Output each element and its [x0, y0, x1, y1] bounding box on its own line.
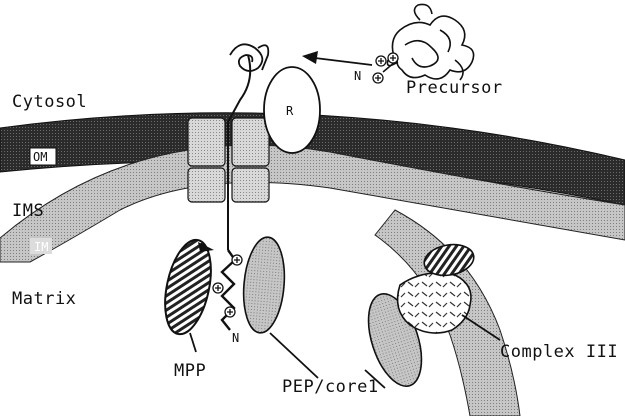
plus-circle-icon — [213, 283, 223, 293]
plus-circle-icon — [373, 73, 383, 83]
left-arrow-icon — [302, 51, 318, 64]
plus-circle-icon — [225, 307, 235, 317]
ims-label: IMS — [12, 201, 44, 221]
om-pore-right — [232, 118, 269, 166]
import-arrow-line — [315, 58, 372, 65]
mpp-tip — [198, 242, 214, 252]
mpp-subunit — [157, 236, 218, 339]
plus-circle-icon — [388, 53, 398, 63]
precursor-label: Precursor — [406, 78, 503, 98]
im-pore-left — [188, 168, 225, 202]
pep-subunit — [240, 235, 288, 334]
matrix-n-terminus: N — [232, 331, 239, 345]
om-label: OM — [33, 150, 47, 164]
om-pore-left — [188, 118, 225, 166]
plus-circle-icon — [376, 56, 386, 66]
plus-circle-icon — [232, 255, 242, 265]
im-pore-right — [232, 168, 269, 202]
mpp-label: MPP — [174, 361, 206, 381]
im-label: IM — [34, 240, 48, 254]
matrix-label: Matrix — [12, 289, 76, 309]
cytosol-label: Cytosol — [12, 92, 87, 112]
precursor-tangle — [387, 4, 473, 80]
pep-core1-label: PEP/core1 — [282, 377, 379, 397]
complex-iii-core — [398, 273, 471, 333]
complex-iii-label: Complex III — [500, 342, 618, 362]
receptor-label: R — [286, 104, 294, 118]
precursor-n-terminus: N — [354, 69, 361, 83]
